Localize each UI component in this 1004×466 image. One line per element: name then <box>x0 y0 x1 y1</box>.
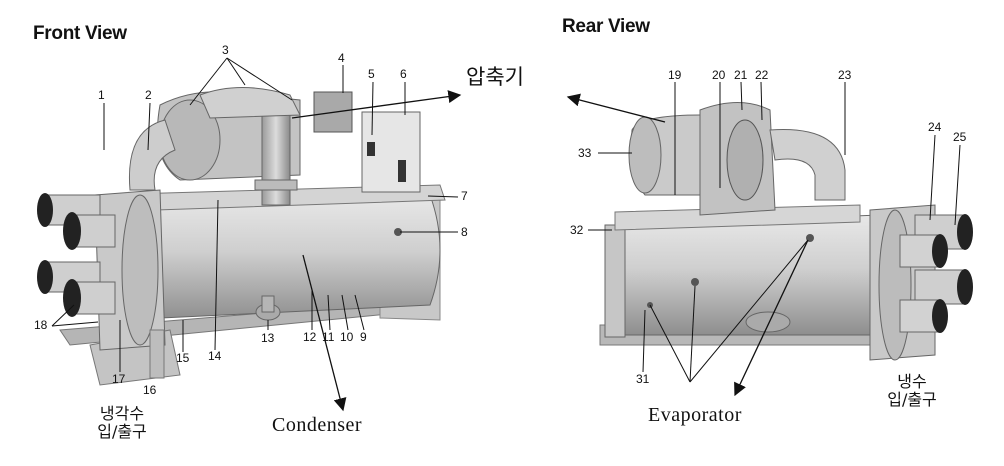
callout-17: 17 <box>112 372 126 386</box>
rear-view-title: Rear View <box>562 16 650 37</box>
evaporator-label: Evaporator <box>648 404 742 426</box>
callout-23: 23 <box>838 68 852 82</box>
cooling-water-label: 냉각수 입/출구 <box>82 405 162 441</box>
callout-32: 32 <box>570 223 584 237</box>
chilled-water-label: 냉수 입/출구 <box>872 373 952 409</box>
compressor-arrow-front <box>291 90 462 119</box>
cooling-water-text: 냉각수 <box>99 404 145 423</box>
evaporator-arrow <box>734 239 809 397</box>
callout-7: 7 <box>461 189 468 203</box>
callout-22: 22 <box>755 68 769 82</box>
callout-13: 13 <box>261 331 275 345</box>
callout-8: 8 <box>461 225 468 239</box>
front-chiller-drawing <box>37 87 446 386</box>
callout-19: 19 <box>668 68 682 82</box>
callout-4: 4 <box>338 51 345 65</box>
callout-5: 5 <box>368 67 375 81</box>
cooling-water-inout-text: 입/출구 <box>97 422 147 441</box>
rear-chiller-drawing <box>599 102 973 361</box>
callout-18: 18 <box>34 318 48 332</box>
callout-21: 21 <box>734 68 748 82</box>
callout-20: 20 <box>712 68 726 82</box>
callout-3: 3 <box>222 43 229 57</box>
compressor-label: 압축기 <box>466 65 524 89</box>
callout-12: 12 <box>303 330 317 344</box>
callout-16: 16 <box>143 383 157 397</box>
callout-15: 15 <box>176 351 190 365</box>
chilled-water-text: 냉수 <box>897 372 927 391</box>
callout-2: 2 <box>145 88 152 102</box>
callout-24: 24 <box>928 120 942 134</box>
callout-14: 14 <box>208 349 222 363</box>
arrows <box>291 90 809 412</box>
callout-11: 11 <box>322 330 335 344</box>
callout-25: 25 <box>953 130 967 144</box>
callout-33: 33 <box>578 146 592 160</box>
condenser-arrow <box>302 254 347 412</box>
callout-31: 31 <box>636 372 650 386</box>
callout-1: 1 <box>98 88 105 102</box>
front-view-title: Front View <box>33 23 127 44</box>
chilled-water-inout-text: 입/출구 <box>887 390 937 409</box>
compressor-arrow-rear <box>566 93 666 123</box>
leader-lines <box>51 57 961 383</box>
condenser-label: Condenser <box>272 414 363 436</box>
callout-9: 9 <box>360 330 367 344</box>
callout-6: 6 <box>400 67 407 81</box>
callout-10: 10 <box>340 330 354 344</box>
